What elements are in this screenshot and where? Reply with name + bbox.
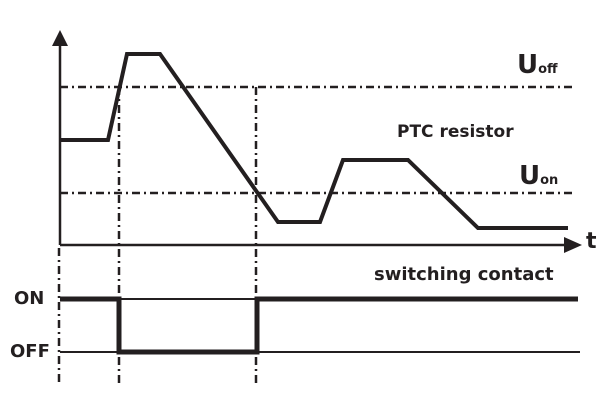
time-axis-label: t bbox=[586, 229, 597, 254]
switching-contact-label: switching contact bbox=[374, 264, 554, 285]
time-axis-arrow-icon bbox=[564, 237, 582, 253]
u-off-label: Uoff bbox=[517, 50, 558, 80]
on-state-label: ON bbox=[14, 288, 45, 309]
ptc-voltage-curve bbox=[61, 52, 568, 230]
off-state-label: OFF bbox=[10, 341, 50, 362]
switching-contact-trace bbox=[60, 296, 578, 355]
ptc-resistor-label: PTC resistor bbox=[397, 122, 514, 142]
u-on-label: Uon bbox=[519, 161, 559, 191]
y-axis-arrow-icon bbox=[52, 30, 68, 46]
